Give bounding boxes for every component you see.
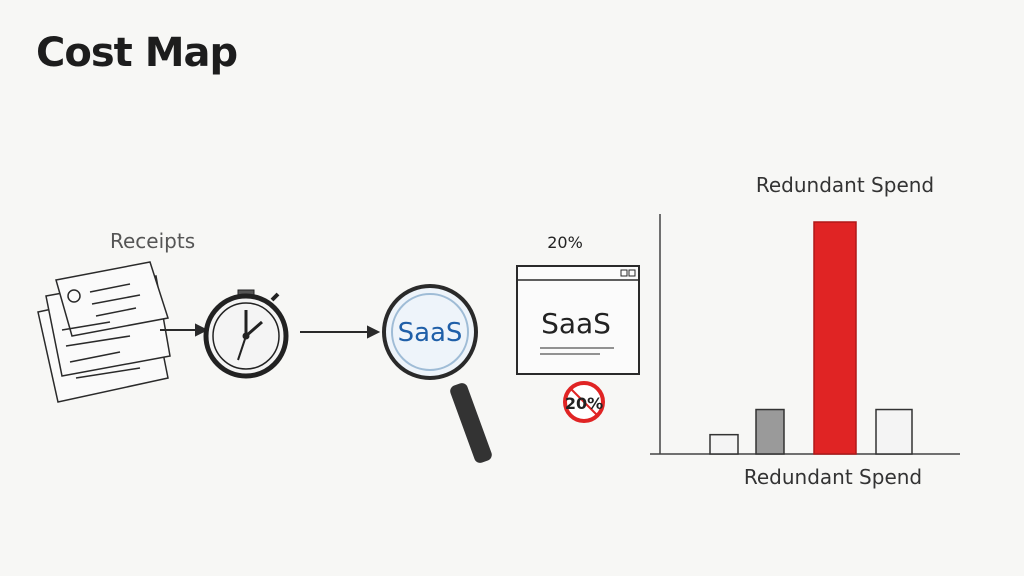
badge-text: 20% <box>565 394 603 413</box>
arrow-icon <box>300 325 381 339</box>
chart-title: Redundant Spend <box>756 173 934 197</box>
window-top-percent: 20% <box>547 233 583 252</box>
stopwatch-icon <box>203 289 289 379</box>
receipts-icon <box>37 261 171 403</box>
magnifier-text: SaaS <box>398 318 463 348</box>
arrow-icon <box>160 323 209 337</box>
chart-xlabel: Redundant Spend <box>744 465 922 489</box>
receipts-label: Receipts <box>110 229 195 253</box>
chart-bar <box>755 408 785 455</box>
chart-bar <box>875 408 913 455</box>
redundant-spend-chart: Redundant Spend Redundant Spend <box>650 173 960 489</box>
percent-badge <box>563 381 605 423</box>
chart-bar <box>813 221 857 455</box>
chart-bar <box>709 433 739 455</box>
saas-window <box>516 265 640 375</box>
magnifier-icon <box>382 284 492 463</box>
page-title: Cost Map <box>36 30 238 76</box>
window-text: SaaS <box>541 307 611 340</box>
